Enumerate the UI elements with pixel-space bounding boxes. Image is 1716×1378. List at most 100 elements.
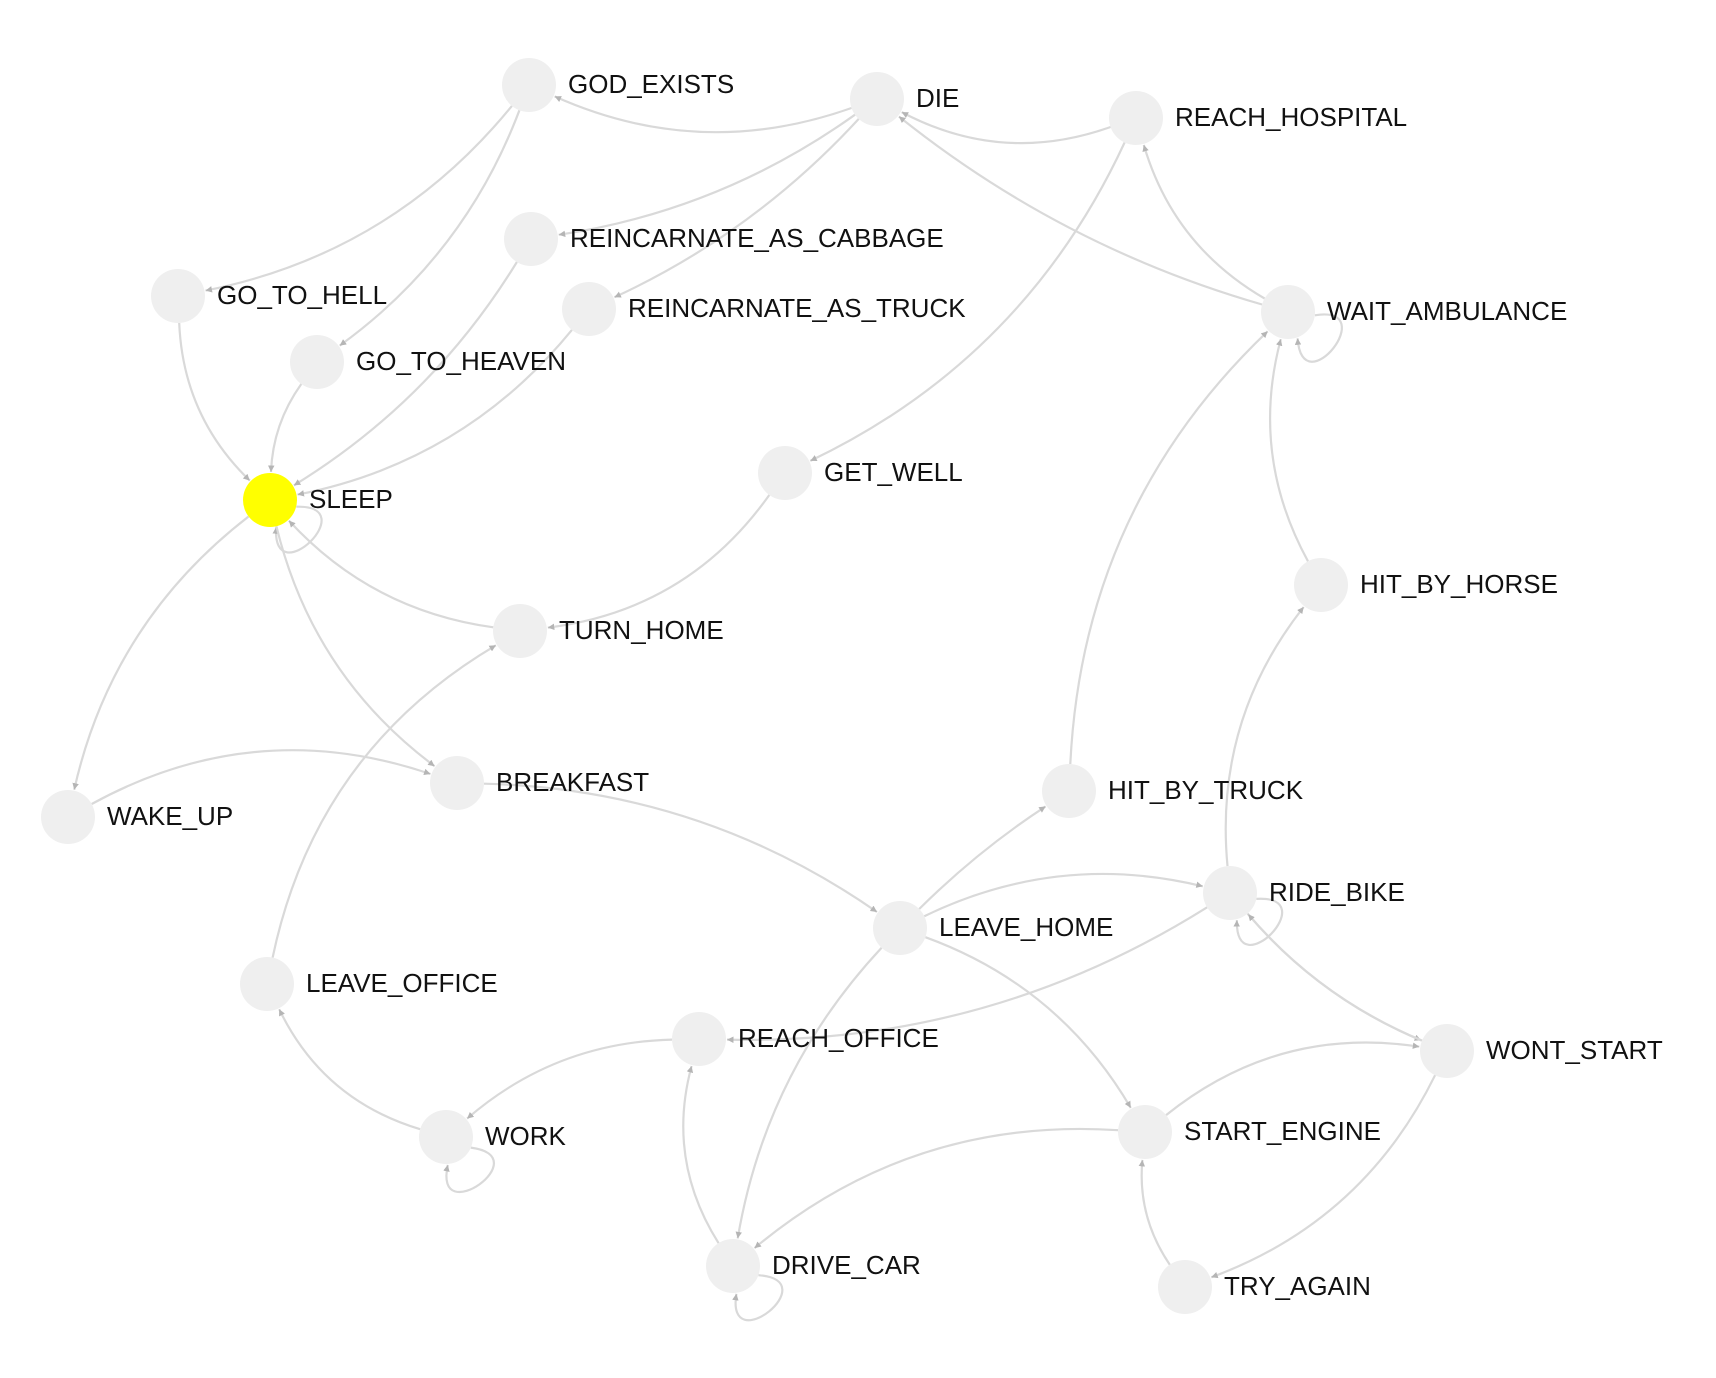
node-leave-home[interactable]: LEAVE_HOME (873, 901, 1113, 955)
edge-work-to-leave-office (278, 1008, 421, 1131)
node-circle[interactable] (1042, 764, 1096, 818)
edge-leave-home-to-ride-bike (923, 872, 1204, 918)
edge-go-to-heaven-to-sleep (267, 383, 303, 473)
nodes-layer: GOD_EXISTS DIE REACH_HOSPITAL REINCARNATE_A… (41, 58, 1663, 1314)
node-circle[interactable] (1158, 1260, 1212, 1314)
node-label: REACH_HOSPITAL (1175, 102, 1407, 132)
edge-reincarnate-as-truck-to-sleep (297, 329, 573, 497)
edge-die-to-reincarnate-as-cabbage (558, 113, 856, 238)
edge-wait-ambulance-to-wait-ambulance (1294, 313, 1343, 363)
node-work[interactable]: WORK (419, 1110, 567, 1164)
node-label: WORK (485, 1121, 567, 1151)
node-label: DRIVE_CAR (772, 1250, 921, 1280)
node-hit-by-horse[interactable]: HIT_BY_HORSE (1294, 558, 1558, 612)
edge-god-exists-to-go-to-heaven (339, 109, 521, 347)
edge-drive-car-to-drive-car (732, 1274, 784, 1322)
node-label: REINCARNATE_AS_TRUCK (628, 293, 966, 323)
node-label: RIDE_BIKE (1269, 877, 1405, 907)
edge-wake-up-to-breakfast (91, 749, 431, 805)
node-reincarnate-as-truck[interactable]: REINCARNATE_AS_TRUCK (562, 282, 966, 336)
node-label: GO_TO_HELL (217, 280, 387, 310)
node-sleep[interactable]: SLEEP (243, 473, 393, 527)
node-label: HIT_BY_HORSE (1360, 569, 1558, 599)
node-get-well[interactable]: GET_WELL (758, 446, 963, 500)
edge-die-to-reincarnate-as-truck (613, 118, 860, 299)
edge-wait-ambulance-to-reach-hospital (1142, 144, 1266, 300)
node-try-again[interactable]: TRY_AGAIN (1158, 1260, 1371, 1314)
node-circle[interactable] (151, 269, 205, 323)
edge-start-engine-to-drive-car (753, 1127, 1119, 1249)
node-god-exists[interactable]: GOD_EXISTS (502, 58, 734, 112)
node-circle[interactable] (502, 58, 556, 112)
node-circle[interactable] (240, 957, 294, 1011)
edge-ride-bike-to-reach-office (726, 906, 1208, 1044)
node-label: DIE (916, 83, 959, 113)
node-label: BREAKFAST (496, 767, 649, 797)
node-circle[interactable] (41, 790, 95, 844)
node-circle[interactable] (562, 282, 616, 336)
edge-sleep-to-wake-up (72, 515, 250, 790)
edge-die-to-god-exists (554, 95, 852, 134)
node-reach-office[interactable]: REACH_OFFICE (672, 1012, 939, 1066)
node-label: LEAVE_HOME (939, 912, 1113, 942)
node-circle[interactable] (504, 212, 558, 266)
edge-drive-car-to-reach-office (682, 1065, 720, 1244)
node-label: START_ENGINE (1184, 1116, 1381, 1146)
edge-go-to-hell-to-sleep (178, 322, 251, 482)
node-circle[interactable] (419, 1110, 473, 1164)
edge-hit-by-horse-to-wait-ambulance (1269, 338, 1309, 562)
node-go-to-heaven[interactable]: GO_TO_HEAVEN (290, 335, 566, 389)
edge-leave-office-to-turn-home (271, 644, 497, 958)
node-die[interactable]: DIE (850, 72, 959, 126)
node-reincarnate-as-cabbage[interactable]: REINCARNATE_AS_CABBAGE (504, 212, 944, 266)
node-label: WONT_START (1486, 1035, 1663, 1065)
node-label: WAKE_UP (107, 801, 233, 831)
node-circle[interactable] (1420, 1024, 1474, 1078)
node-leave-office[interactable]: LEAVE_OFFICE (240, 957, 498, 1011)
node-wake-up[interactable]: WAKE_UP (41, 790, 233, 844)
node-circle[interactable] (1261, 285, 1315, 339)
edge-breakfast-to-leave-home (483, 782, 878, 913)
node-drive-car[interactable]: DRIVE_CAR (706, 1239, 921, 1293)
node-circle[interactable] (850, 72, 904, 126)
edge-hit-by-truck-to-wait-ambulance (1069, 330, 1269, 765)
edge-leave-home-to-start-engine (925, 936, 1132, 1109)
node-circle[interactable] (672, 1012, 726, 1066)
edge-leave-home-to-drive-car (735, 946, 883, 1239)
node-reach-hospital[interactable]: REACH_HOSPITAL (1109, 91, 1407, 145)
node-start-engine[interactable]: START_ENGINE (1118, 1105, 1381, 1159)
node-circle[interactable] (493, 604, 547, 658)
node-circle[interactable] (1203, 866, 1257, 920)
node-circle[interactable] (758, 446, 812, 500)
edge-work-to-work (443, 1146, 495, 1194)
edge-reincarnate-as-cabbage-to-sleep (293, 261, 518, 487)
node-circle[interactable] (1294, 558, 1348, 612)
node-wont-start[interactable]: WONT_START (1420, 1024, 1663, 1078)
edge-wont-start-to-ride-bike (1247, 913, 1423, 1042)
node-hit-by-truck[interactable]: HIT_BY_TRUCK (1042, 764, 1304, 818)
node-label: WAIT_AMBULANCE (1327, 296, 1567, 326)
node-circle[interactable] (1118, 1105, 1172, 1159)
node-turn-home[interactable]: TURN_HOME (493, 604, 724, 658)
edge-get-well-to-turn-home (547, 494, 771, 631)
node-circle[interactable] (706, 1239, 760, 1293)
node-go-to-hell[interactable]: GO_TO_HELL (151, 269, 387, 323)
node-breakfast[interactable]: BREAKFAST (430, 756, 649, 810)
node-ride-bike[interactable]: RIDE_BIKE (1203, 866, 1405, 920)
edge-wait-ambulance-to-die (898, 115, 1263, 306)
node-circle[interactable] (873, 901, 927, 955)
edge-ride-bike-to-hit-by-horse (1224, 606, 1305, 867)
node-wait-ambulance[interactable]: WAIT_AMBULANCE (1261, 285, 1567, 339)
node-label: GO_TO_HEAVEN (356, 346, 566, 376)
node-circle[interactable] (430, 756, 484, 810)
edge-try-again-to-start-engine (1138, 1159, 1171, 1266)
node-label: SLEEP (309, 484, 393, 514)
node-circle[interactable] (290, 335, 344, 389)
edge-god-exists-to-go-to-hell (205, 105, 513, 293)
active-node-circle[interactable] (243, 473, 297, 527)
node-label: REINCARNATE_AS_CABBAGE (570, 223, 944, 253)
node-label: GOD_EXISTS (568, 69, 734, 99)
node-circle[interactable] (1109, 91, 1163, 145)
edge-sleep-to-breakfast (275, 525, 436, 768)
